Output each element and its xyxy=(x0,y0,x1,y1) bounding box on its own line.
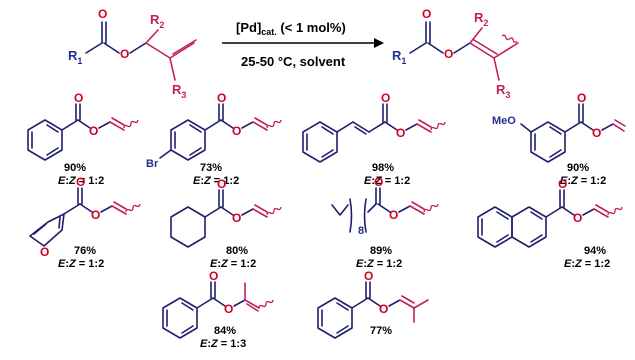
example-3-yield: 98% xyxy=(372,162,394,174)
reactant-structure: O O R1 R2 R3 xyxy=(68,7,197,100)
example-2-ez: E:Z = 1:2 xyxy=(193,175,239,187)
compound-methylpropenyl-benzoate: O O xyxy=(317,269,429,339)
reactant-r2: R2 xyxy=(150,12,164,30)
example-9-ez: E:Z = 1:3 xyxy=(200,338,246,350)
carbonyl-o: O xyxy=(209,269,218,283)
carbonyl-o: O xyxy=(558,177,567,191)
ester-o: O xyxy=(396,126,405,140)
compound-alkyl-ester: 8 O O xyxy=(331,175,440,237)
compound-methyl-enol-benzoate: O O xyxy=(162,269,275,339)
carbonyl-o: O xyxy=(364,269,373,283)
carbonyl-o: O xyxy=(381,91,390,105)
compound-cinnamate: O O xyxy=(302,91,447,163)
example-1-yield: 90% xyxy=(64,162,86,174)
bromo-substituent: Br xyxy=(146,158,159,170)
product-structure: O O R1 R2 R3 xyxy=(392,7,519,100)
chain-repeat-count: 8 xyxy=(358,225,364,237)
example-9-yield: 84% xyxy=(214,325,236,337)
compound-cyclohexanecarboxylate: O O xyxy=(170,177,283,248)
example-2-yield: 73% xyxy=(200,162,222,174)
ester-o: O xyxy=(89,124,98,138)
example-6-ez: E:Z = 1:2 xyxy=(210,258,256,270)
product-r2: R2 xyxy=(474,10,488,28)
ester-o: O xyxy=(592,126,601,140)
example-7-yield: 89% xyxy=(370,245,392,257)
ester-o: O xyxy=(389,208,398,222)
carbonyl-o: O xyxy=(76,175,85,189)
example-10-yield: 77% xyxy=(370,325,392,337)
ester-oxygen: O xyxy=(120,47,129,61)
ester-o: O xyxy=(232,124,241,138)
ester-o: O xyxy=(232,211,241,225)
example-5-yield: 76% xyxy=(74,245,96,257)
product-ester-oxygen: O xyxy=(444,47,453,61)
example-8-ez: E:Z = 1:2 xyxy=(564,258,610,270)
compound-2-naphthoate: O O xyxy=(477,177,624,248)
example-1-ez: E:Z = 1:2 xyxy=(58,175,104,187)
methoxy-substituent: MeO xyxy=(492,115,516,127)
reaction-arrow xyxy=(222,38,384,48)
example-4-yield: 90% xyxy=(567,162,589,174)
ester-o: O xyxy=(224,302,233,316)
reactant-r1: R1 xyxy=(68,48,82,66)
example-4-ez: E:Z = 1:2 xyxy=(560,175,606,187)
carbonyl-o: O xyxy=(577,91,586,105)
compound-3-methoxybenzoate: MeO O O xyxy=(492,91,626,163)
example-5-ez: E:Z = 1:2 xyxy=(58,258,104,270)
conditions-label: 25-50 °C, solvent xyxy=(241,54,346,69)
carbonyl-o: O xyxy=(374,175,383,189)
compound-benzoate: O O xyxy=(27,91,140,161)
compound-4-bromobenzoate: Br O O xyxy=(146,91,283,170)
furan-o: O xyxy=(40,245,49,259)
catalyst-label: [Pd]cat. (< 1 mol%) xyxy=(236,20,346,37)
product-carbonyl-oxygen: O xyxy=(422,7,431,21)
product-r1: R1 xyxy=(392,48,406,66)
example-6-yield: 80% xyxy=(226,245,248,257)
compound-3-furoate: O O O xyxy=(29,175,142,259)
product-r3: R3 xyxy=(496,82,510,100)
example-3-ez: E:Z = 1:2 xyxy=(364,175,410,187)
carbonyl-o: O xyxy=(74,91,83,105)
carbonyl-o: O xyxy=(217,91,226,105)
example-8-yield: 94% xyxy=(584,245,606,257)
ester-o: O xyxy=(379,302,388,316)
reactant-r3: R3 xyxy=(172,82,186,100)
ester-o: O xyxy=(91,208,100,222)
example-7-ez: E:Z = 1:2 xyxy=(356,258,402,270)
carbonyl-oxygen: O xyxy=(98,7,107,21)
carbonyl-o: O xyxy=(217,177,226,191)
ester-o: O xyxy=(573,211,582,225)
